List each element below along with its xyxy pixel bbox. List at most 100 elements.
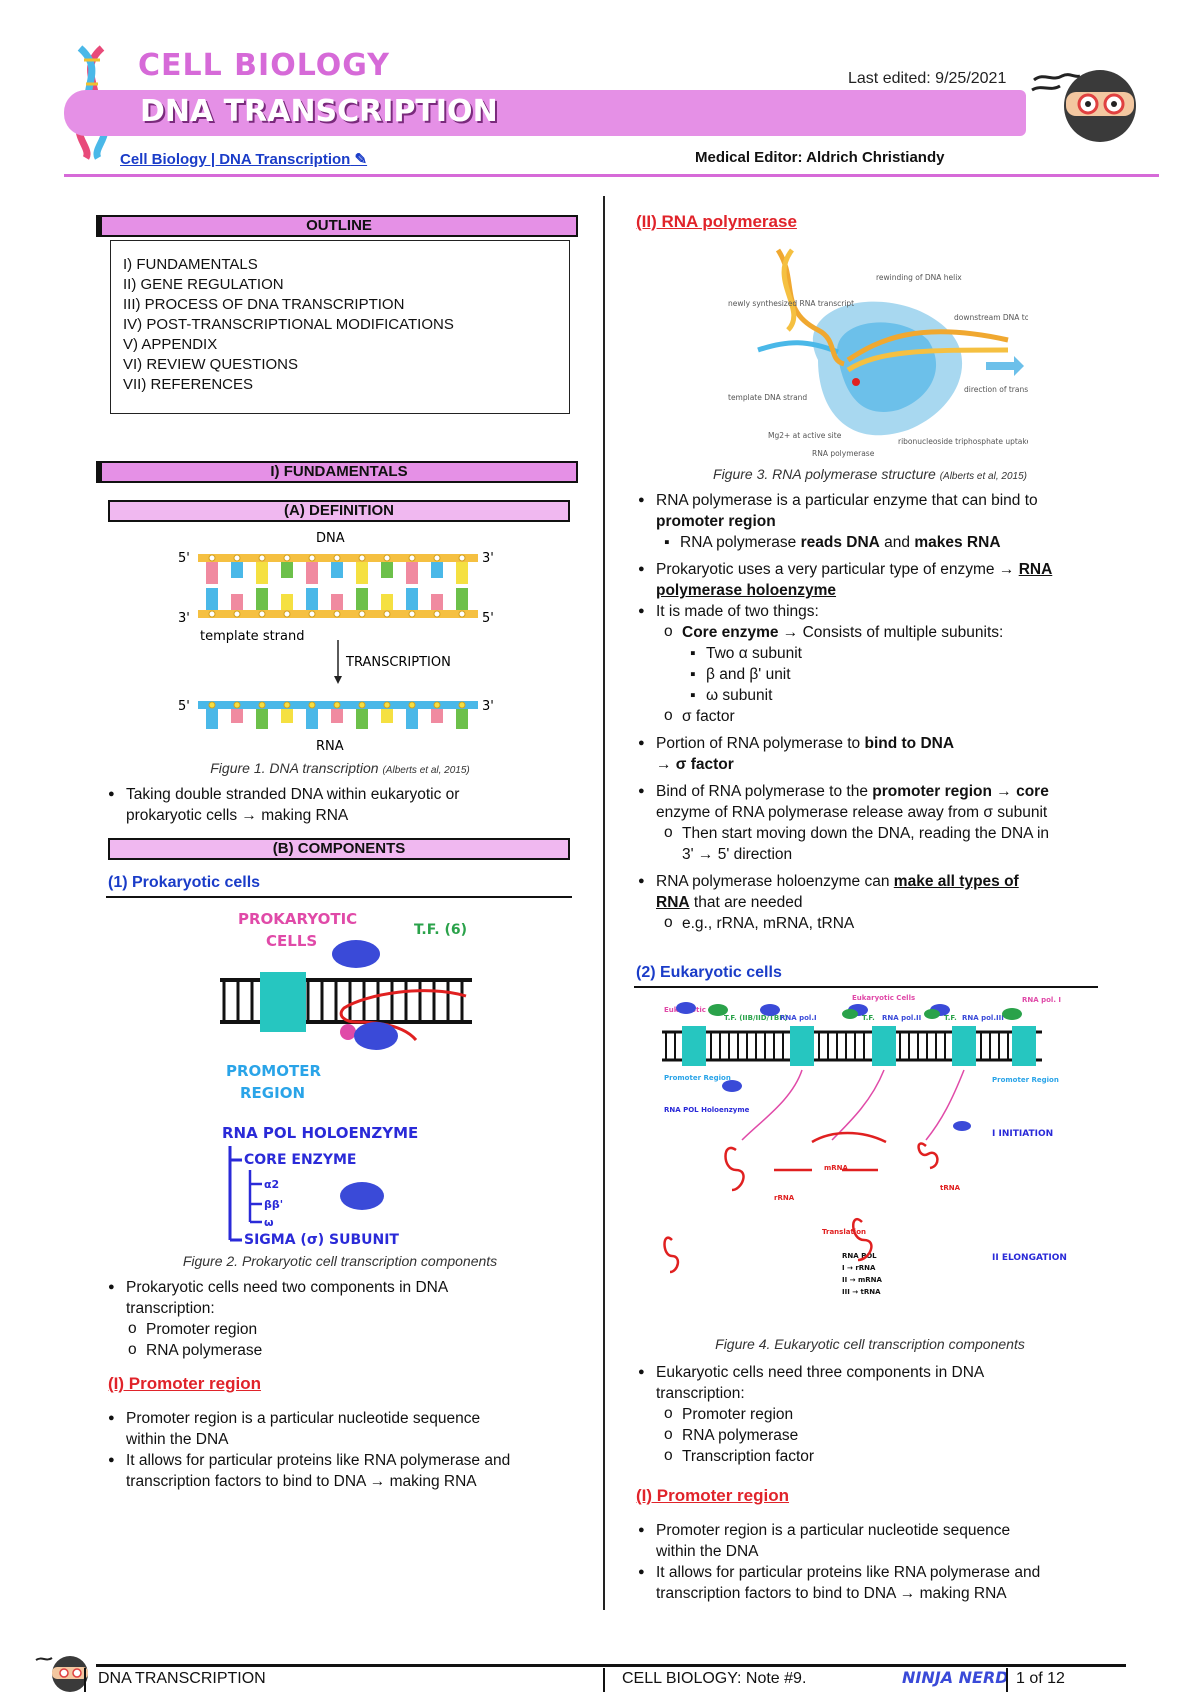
heading-rule xyxy=(634,986,1098,988)
label-tf: T.F. (IIB/IID/TBP) xyxy=(724,1014,788,1022)
label-pol2-mrna: II → mRNA xyxy=(842,1276,882,1284)
eukaryotic-promoter-heading: (I) Promoter region xyxy=(636,1486,790,1505)
core-enzyme-blob-icon xyxy=(340,1182,384,1210)
medical-editor: Medical Editor: Aldrich Christiandy xyxy=(695,149,945,166)
eukaryotic-heading: (2) Eukaryotic cells xyxy=(636,964,782,981)
dna-ladder-rungs xyxy=(665,1032,1036,1060)
promoter-bullet: It allows for particular proteins like R… xyxy=(636,1562,1116,1604)
eukaryotic-bullet: Eukaryotic cells need three components i… xyxy=(636,1362,1106,1404)
label-tf: T.F. xyxy=(944,1014,957,1022)
figure-2-caption: Figure 2. Prokaryotic cell transcription… xyxy=(182,1253,498,1269)
label-rna-pol-3: RNA pol.III xyxy=(962,1014,1004,1022)
sub-item: Transcription factor xyxy=(664,1445,1106,1467)
rnap-bullet: Bind of RNA polymerase to the promoter r… xyxy=(636,781,1106,823)
figure-3-caption: Figure 3. RNA polymerase structure (Albe… xyxy=(713,466,1027,482)
label-elongation: II ELONGATION xyxy=(992,1253,1067,1263)
label-euk-cells: Eukaryotic Cells xyxy=(852,994,915,1002)
section-fundamentals: I) FUNDAMENTALS xyxy=(100,461,578,483)
rnap-bullet: RNA polymerase is a particular enzyme th… xyxy=(636,490,1106,532)
sub-item: RNA polymerase xyxy=(128,1339,586,1361)
label-cells: CELLS xyxy=(266,932,317,950)
subunit-item: Two α subunit xyxy=(690,643,1106,664)
label-prokaryotic: PROKARYOTIC xyxy=(238,910,357,928)
label-transcription: TRANSCRIPTION xyxy=(345,655,451,670)
label-holoenzyme: RNA POL HOLOENZYME xyxy=(222,1124,418,1142)
rnap-bullet: Prokaryotic uses a very particular type … xyxy=(636,559,1106,601)
label-3-prime: 3' xyxy=(178,611,190,626)
page-number: 1 of 12 xyxy=(1016,1670,1065,1687)
outline-item[interactable]: II) GENE REGULATION xyxy=(123,276,284,293)
figure-rna-polymerase-structure: rewinding of DNA helix newly synthesized… xyxy=(728,248,1028,458)
outline-item[interactable]: I) FUNDAMENTALS xyxy=(123,256,258,273)
outline-header: OUTLINE xyxy=(100,215,578,237)
label-tf: T.F. xyxy=(862,1014,875,1022)
figure-dna-transcription: DNA 5' 3' 3' 5' template strand TRANSCRI… xyxy=(178,531,494,754)
outline-item[interactable]: V) APPENDIX xyxy=(123,336,218,353)
label-mrna: mRNA xyxy=(824,1164,849,1172)
promoter-bullet: Promoter region is a particular nucleoti… xyxy=(106,1408,596,1450)
rnap-subitem: Then start moving down the DNA, reading … xyxy=(664,822,1106,865)
ninja-mascot-icon xyxy=(35,1656,88,1692)
sub-item: RNA polymerase xyxy=(664,1424,1106,1446)
label-transcription-factor: T.F. (6) xyxy=(414,922,467,938)
header-rule xyxy=(64,174,1159,177)
rnap-subitem: e.g., rRNA, mRNA, tRNA xyxy=(664,912,1106,934)
label-omega: ω xyxy=(264,1216,274,1229)
label-translation: Translation xyxy=(822,1228,866,1236)
label-rna-polymerase: RNA polymerase xyxy=(812,449,875,458)
column-divider xyxy=(603,196,605,1610)
prokaryotic-heading: (1) Prokaryotic cells xyxy=(108,874,261,891)
rnap-bullet: Portion of RNA polymerase to bind to DNA… xyxy=(636,733,1106,775)
label-rna-pol-1: RNA pol. I xyxy=(1022,996,1061,1004)
promoter-block xyxy=(682,1026,706,1066)
subunit-item: β and β' unit xyxy=(690,664,1106,685)
label-initiation: I INITIATION xyxy=(992,1129,1053,1139)
label-rrna: rRNA xyxy=(774,1194,795,1202)
promoter-bullet: It allows for particular proteins like R… xyxy=(106,1450,596,1492)
promoter-block xyxy=(1012,1026,1036,1066)
outline-item[interactable]: III) PROCESS OF DNA TRANSCRIPTION xyxy=(123,296,405,313)
tf-blob-icon xyxy=(332,940,380,968)
topic-band xyxy=(64,90,1026,136)
label-dna: DNA xyxy=(316,531,345,546)
label-pol3-trna: III → tRNA xyxy=(842,1288,881,1296)
promoter-region-heading: (I) Promoter region xyxy=(108,1374,262,1393)
label-region: REGION xyxy=(240,1084,305,1102)
footer-note: CELL BIOLOGY: Note #9. xyxy=(622,1670,807,1687)
label-3-prime: 3' xyxy=(482,699,494,714)
label-direction: direction of transcription xyxy=(964,385,1028,394)
label-sigma: SIGMA (σ) SUBUNIT xyxy=(244,1232,399,1248)
outline-item[interactable]: IV) POST-TRANSCRIPTIONAL MODIFICATIONS xyxy=(123,316,454,333)
figure-prokaryotic-components: PROKARYOTIC CELLS T.F. (6) PROMOTER REGI… xyxy=(220,910,472,1248)
label-promoter: PROMOTER xyxy=(226,1062,321,1080)
label-rna-transcript: newly synthesized RNA transcript xyxy=(728,299,854,308)
outline-item[interactable]: VII) REFERENCES xyxy=(123,376,254,393)
label-core-enzyme: CORE ENZYME xyxy=(244,1152,356,1168)
label-holoenzyme: RNA POL Holoenzyme xyxy=(664,1106,750,1114)
label-trna: tRNA xyxy=(940,1184,961,1192)
figure-1-caption: Figure 1. DNA transcription (Alberts et … xyxy=(210,760,470,776)
breadcrumb-link[interactable]: Cell Biology | DNA Transcription ✎ xyxy=(120,151,368,168)
label-rna: RNA xyxy=(316,739,344,754)
rnap-subitem: σ factor xyxy=(664,705,1106,727)
outline-box: I) FUNDAMENTALS II) GENE REGULATION III)… xyxy=(110,240,570,414)
label-pol1-rrna: I → rRNA xyxy=(842,1264,876,1272)
dna-base-pairs xyxy=(206,554,468,618)
sub-item: Promoter region xyxy=(664,1403,1106,1425)
definition-header: (A) DEFINITION xyxy=(108,500,570,522)
promoter-block xyxy=(260,972,306,1032)
footer-rule xyxy=(96,1664,1126,1667)
outline-item[interactable]: VI) REVIEW QUESTIONS xyxy=(123,356,299,373)
heading-rule xyxy=(106,896,572,898)
rnap-bullet: It is made of two things: xyxy=(636,601,1106,622)
subject-title: CELL BIOLOGY xyxy=(138,48,390,83)
promoter-block xyxy=(790,1026,814,1066)
label-5-prime: 5' xyxy=(178,699,190,714)
ninja-mascot-icon xyxy=(1031,70,1136,142)
rna-pol-blob-icon xyxy=(354,1022,398,1050)
promoter-bullet: Promoter region is a particular nucleoti… xyxy=(636,1520,1116,1562)
label-5-prime: 5' xyxy=(482,611,494,626)
figure-eukaryotic-components: Eukaryotic Cells Eukaryotic Cells T.F. (… xyxy=(662,994,1067,1296)
label-mg-site: Mg2+ at active site xyxy=(768,431,842,440)
promoter-block xyxy=(872,1026,896,1066)
